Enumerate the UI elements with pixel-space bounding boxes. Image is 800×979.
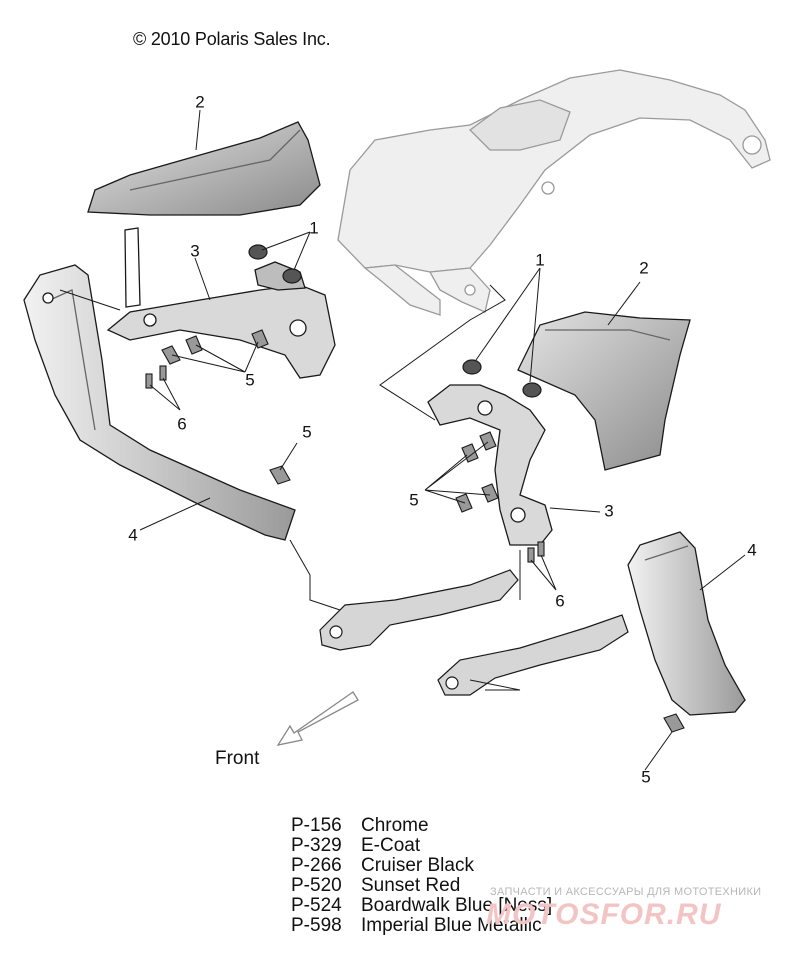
legend-color-name: Sunset Red <box>361 875 461 896</box>
watermark-logo: MOTOSFOR.RU <box>486 898 722 931</box>
legend-row: P-598 Imperial Blue Metallic <box>291 916 552 936</box>
legend-row: P-524 Boardwalk Blue [Ness] <box>291 896 552 916</box>
legend-code: P-156 <box>291 815 342 836</box>
legend-code: P-520 <box>291 875 342 896</box>
watermark-tagline: ЗАПЧАСТИ И АКСЕССУАРЫ ДЛЯ МОТОТЕХНИКИ <box>490 886 762 898</box>
callout-1-left: 1 <box>309 218 319 238</box>
legend-code: P-598 <box>291 915 342 936</box>
mount-bracket-right <box>427 384 553 546</box>
callout-5-right-group: 5 <box>409 490 419 510</box>
side-cover-left <box>87 121 321 308</box>
mount-bracket-left <box>106 261 336 379</box>
callout-2-right: 2 <box>639 258 649 278</box>
floorboard-bracket-right <box>437 614 629 696</box>
floorboard-bracket-left <box>319 569 519 651</box>
callout-3-right: 3 <box>604 501 614 521</box>
grommets-left <box>248 244 302 284</box>
callout-1-right: 1 <box>535 250 545 270</box>
front-arrow <box>276 691 359 746</box>
legend-code: P-329 <box>291 835 342 856</box>
callout-5-bottom: 5 <box>641 767 651 787</box>
legend-color-name: Chrome <box>361 815 429 836</box>
paint-code-legend: P-156 Chrome P-329 E-Coat P-266 Cruiser Bla… <box>291 816 552 936</box>
grommets-right <box>462 359 542 398</box>
callout-4-right: 4 <box>747 540 757 560</box>
callout-4-left: 4 <box>128 525 138 545</box>
callout-6-right: 6 <box>555 591 565 611</box>
frame-assembly <box>337 69 771 316</box>
leader-lines <box>59 109 746 771</box>
side-trim-left <box>23 264 296 541</box>
fasteners-left <box>145 329 291 485</box>
legend-row: P-520 Sunset Red <box>291 876 552 896</box>
copyright-notice: © 2010 Polaris Sales Inc. <box>133 29 331 49</box>
legend-row: P-266 Cruiser Black <box>291 856 552 876</box>
callout-5-left: 5 <box>245 370 255 390</box>
legend-code: P-266 <box>291 855 342 876</box>
side-trim-right <box>627 531 746 716</box>
side-cover-right <box>517 311 691 471</box>
callout-5-mid: 5 <box>302 422 312 442</box>
front-direction-label: Front <box>215 748 260 769</box>
fasteners-right <box>455 431 685 733</box>
legend-color-name: Imperial Blue Metallic <box>361 915 542 936</box>
legend-row: P-329 E-Coat <box>291 836 552 856</box>
legend-row: P-156 Chrome <box>291 816 552 836</box>
legend-color-name: Cruiser Black <box>361 855 474 876</box>
callout-3-left: 3 <box>190 241 200 261</box>
callout-6-left: 6 <box>177 414 187 434</box>
legend-color-name: E-Coat <box>361 835 421 856</box>
callout-2-left: 2 <box>195 92 205 112</box>
legend-color-name: Boardwalk Blue [Ness] <box>361 895 553 916</box>
legend-code: P-524 <box>291 895 342 916</box>
